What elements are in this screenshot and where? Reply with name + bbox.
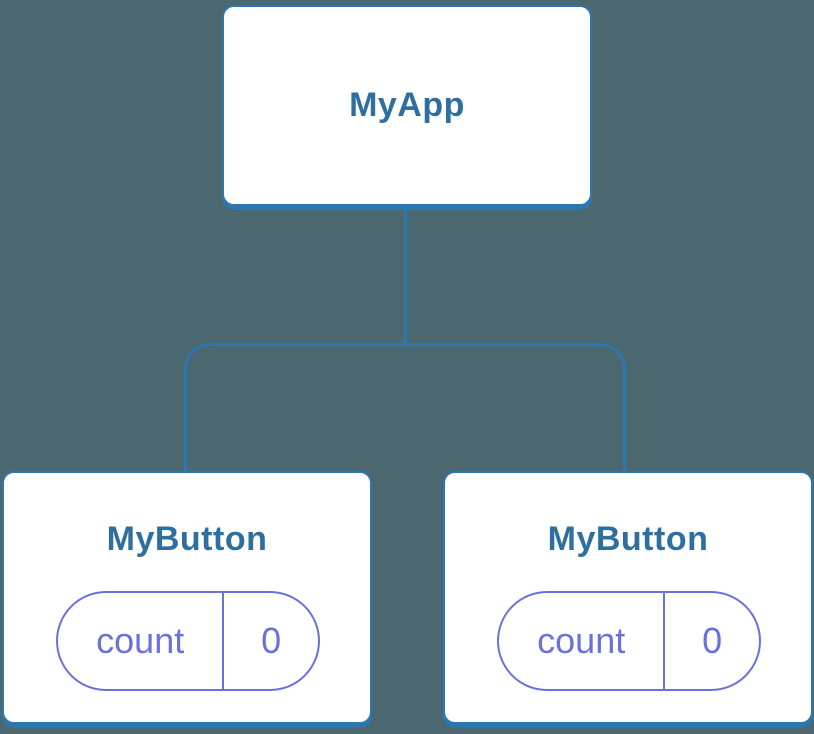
child-node-label: MyButton <box>106 520 268 558</box>
state-key: count <box>499 593 666 689</box>
state-pill: count 0 <box>497 591 761 691</box>
children-connector-bracket <box>184 343 626 472</box>
state-key: count <box>58 593 225 689</box>
child-node-label: MyButton <box>547 520 709 558</box>
root-node: MyApp <box>222 5 592 206</box>
root-node-label: MyApp <box>349 86 465 124</box>
root-connector-line <box>404 206 407 346</box>
state-pill: count 0 <box>56 591 320 691</box>
child-node-right: MyButton count 0 <box>443 471 813 724</box>
state-value: 0 <box>702 620 723 661</box>
state-value: 0 <box>261 620 282 661</box>
child-node-left: MyButton count 0 <box>2 471 372 724</box>
